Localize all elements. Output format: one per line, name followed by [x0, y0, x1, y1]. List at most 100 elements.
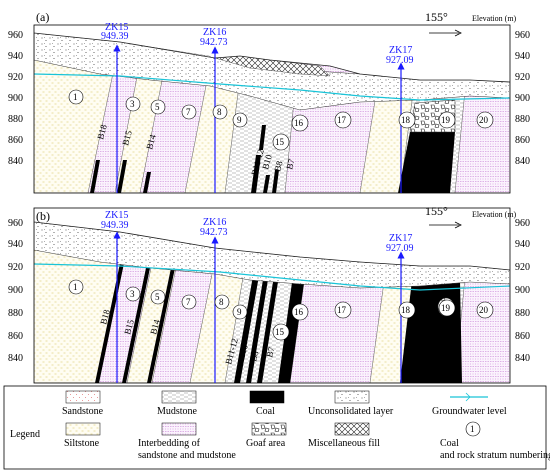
borehole-name: ZK16: [203, 27, 226, 38]
borehole-name: ZK15: [105, 22, 128, 33]
svg-text:940: 940: [515, 51, 530, 62]
svg-text:19: 19: [441, 115, 451, 125]
sky-mask: [34, 208, 510, 270]
legend-swatch-coal: [249, 390, 285, 404]
groundwater-level: [34, 263, 510, 291]
svg-text:1: 1: [73, 282, 78, 292]
svg-text:840: 840: [8, 353, 23, 364]
svg-text:18: 18: [401, 115, 411, 125]
svg-text:840: 840: [515, 353, 530, 364]
coal-seam-labels: B18 B15 B14 B11-12 B10 B8 B7 B6: [98, 308, 417, 366]
legend-swatch-goaf: [251, 422, 287, 436]
legend-swatch-interbedding: [161, 422, 197, 436]
svg-text:3: 3: [130, 289, 135, 299]
svg-text:920: 920: [515, 72, 530, 83]
svg-text:B18: B18: [95, 123, 109, 141]
svg-text:840: 840: [515, 156, 530, 167]
svg-text:880: 880: [8, 114, 23, 125]
y-axis-left: 960 940 920 900 880 860 840: [8, 30, 23, 167]
borehole-elevation: 927.09: [386, 55, 414, 66]
svg-text:840: 840: [8, 156, 23, 167]
svg-text:1: 1: [470, 424, 475, 434]
legend-label-numbering: Coal and rock stratum numbering: [440, 438, 550, 461]
svg-text:8: 8: [219, 297, 224, 307]
legend-label-mudstone: Mudstone: [157, 406, 198, 417]
legend-label-unconsolidated: Unconsolidated layer: [308, 406, 394, 417]
svg-text:940: 940: [8, 51, 23, 62]
svg-text:880: 880: [8, 308, 23, 319]
legend-label-interbedding: Interbedding of sandstone and mudstone: [138, 438, 236, 461]
coal-seam: [90, 160, 100, 193]
borehole-name: ZK15: [105, 210, 128, 221]
legend: Legend Sandstone Mudstone Coal Unconsoli…: [3, 385, 550, 470]
groundwater-level: [34, 73, 510, 101]
svg-text:17: 17: [337, 305, 347, 315]
svg-text:B14: B14: [144, 133, 158, 151]
svg-text:3: 3: [130, 99, 135, 109]
stratum-numbers: 1 3 5 7 8 9 15 16 17 18 19 20: [68, 279, 494, 341]
svg-text:860: 860: [8, 331, 23, 342]
svg-text:19: 19: [441, 303, 451, 313]
svg-text:960: 960: [8, 218, 23, 229]
legend-label-coal: Coal: [256, 406, 275, 417]
borehole-elevation: 942.73: [200, 37, 228, 48]
svg-text:15: 15: [275, 137, 285, 147]
svg-text:8: 8: [217, 107, 222, 117]
legend-swatch-unconsolidated: [334, 390, 370, 404]
coal-seam: [251, 155, 261, 193]
bearing-label: 155°: [425, 204, 448, 218]
svg-text:940: 940: [8, 239, 23, 250]
svg-text:7: 7: [186, 297, 191, 307]
borehole-elevation: 949.39: [101, 220, 129, 231]
svg-text:20: 20: [479, 305, 489, 315]
svg-text:B8: B8: [272, 159, 285, 172]
svg-text:16: 16: [294, 307, 304, 317]
panel-label: (b): [36, 209, 50, 223]
svg-text:860: 860: [515, 331, 530, 342]
borehole-name: ZK17: [389, 233, 412, 244]
borehole-name: ZK17: [389, 45, 412, 56]
coal-seam: [143, 172, 151, 193]
coal-seam-labels: B18 B15 B14 B11-12 B10 B8 B7 B6: [95, 123, 417, 177]
svg-text:B14: B14: [148, 318, 162, 336]
ground-surface: [34, 32, 510, 83]
coal-seam: [259, 125, 266, 150]
svg-text:960: 960: [515, 30, 530, 41]
svg-text:860: 860: [515, 135, 530, 146]
coal-seam: [263, 175, 270, 193]
svg-text:B10: B10: [260, 153, 274, 171]
svg-text:900: 900: [515, 285, 530, 296]
y-axis-right: 960 940 920 900 880 860 840: [515, 218, 530, 364]
svg-text:900: 900: [8, 93, 23, 104]
legend-swatch-fill: [334, 422, 370, 436]
borehole-elevation: 942.73: [200, 227, 228, 238]
svg-text:9: 9: [237, 115, 242, 125]
direction-arrow-icon: [429, 221, 462, 229]
legend-label-siltstone: Siltstone: [64, 438, 100, 449]
svg-text:9: 9: [237, 307, 242, 317]
svg-text:960: 960: [515, 218, 530, 229]
borehole-elevation: 927.09: [386, 243, 414, 254]
svg-text:920: 920: [8, 262, 23, 273]
svg-text:5: 5: [155, 102, 160, 112]
coal-seam: [272, 170, 279, 193]
sky-mask: [34, 25, 510, 82]
bearing-label: 155°: [425, 10, 448, 24]
svg-text:20: 20: [479, 115, 489, 125]
panel-label: (a): [36, 10, 49, 24]
legend-title: Legend: [10, 429, 40, 440]
cross-section-panel-a: (a) 155° Elevation (m) ZK15 949.39 ZK16 …: [8, 10, 530, 194]
legend-swatch-siltstone: [65, 422, 101, 436]
svg-text:1: 1: [73, 92, 78, 102]
cross-section-panel-b: (b) 155° Elevation (m) ZK15 949.39 ZK16 …: [8, 204, 530, 384]
legend-swatch-mudstone: [161, 390, 197, 404]
svg-text:920: 920: [515, 262, 530, 273]
coal-block: [398, 132, 455, 193]
svg-text:960: 960: [8, 30, 23, 41]
legend-swatch-groundwater: [450, 392, 488, 402]
legend-label-sandstone: Sandstone: [62, 406, 104, 417]
legend-swatch-numbering: 1: [465, 421, 481, 437]
svg-text:7: 7: [186, 107, 191, 117]
elevation-label: Elevation (m): [472, 14, 517, 23]
